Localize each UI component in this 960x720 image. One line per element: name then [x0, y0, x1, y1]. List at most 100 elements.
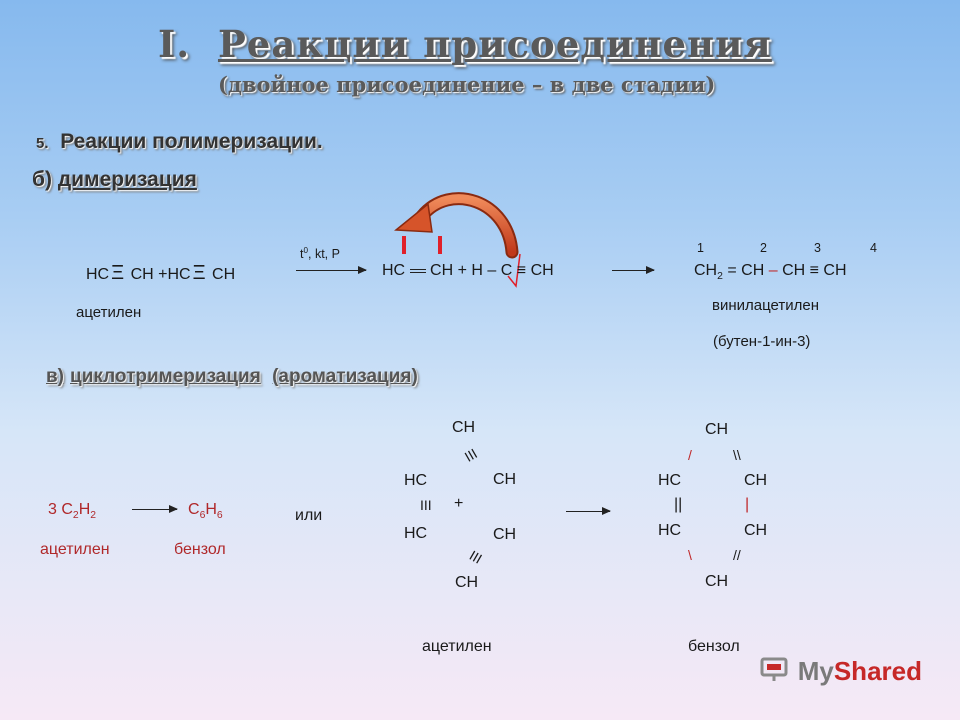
double-bond-mark: [409, 269, 426, 273]
cond-sup: 0: [303, 246, 308, 255]
benzene-hc-2: HC: [658, 522, 682, 539]
watermark-shared: Shared: [833, 656, 922, 686]
title-text: Реакции присоединения: [217, 22, 772, 66]
product-name: винилацетилен: [712, 297, 819, 314]
dimer-intermediate: HC CH + H – C ≡ CH: [382, 262, 554, 280]
section-5-dot: .: [316, 130, 323, 153]
trimer-product-formula: C6H6: [188, 501, 223, 521]
section-5-heading: 5. Реакции полимеризации.: [36, 130, 323, 154]
benzene-bond-left: ||: [674, 496, 683, 513]
benzene-bond-br: //: [733, 547, 741, 563]
prod-ch: CH: [694, 262, 718, 279]
bottom-label-acetylene: ацетилен: [422, 638, 492, 655]
trimer-c: C: [61, 501, 73, 518]
plus-sign-1: +: [158, 266, 168, 283]
section-b-title: димеризация: [57, 168, 197, 191]
prod-eq: =: [727, 262, 737, 279]
benzene-hc-1: HC: [658, 472, 682, 489]
section-c-heading: в)циклотримеризация (ароматизация): [46, 366, 418, 388]
triple-bond-bottom: III: [466, 547, 485, 567]
trimer-label-benzene: бензол: [174, 541, 226, 558]
mid-h: H: [471, 262, 483, 279]
benzene-bond-right: |: [745, 496, 750, 513]
prod-ch3: CH: [823, 262, 847, 279]
acetylene-bottom-ch: CH: [493, 526, 517, 543]
prod-triple: ≡: [809, 262, 819, 279]
cond-rest: , kt, P: [308, 247, 340, 262]
prod-ch1: CH: [741, 262, 765, 279]
benzene-top-ch: CH: [705, 421, 729, 438]
presentation-icon: [760, 657, 788, 681]
prod-sub: 2: [717, 271, 723, 283]
trimer-h-sub: 2: [90, 510, 97, 522]
reaction-arrow-2: [612, 266, 655, 274]
title-number: I.: [158, 22, 191, 66]
carbon-num-2: 2: [760, 241, 767, 255]
mid-triple: ≡: [516, 262, 527, 279]
watermark-my: My: [797, 656, 834, 686]
section-b-heading: б) димеризация: [32, 168, 197, 192]
acetylene-bottom-ch2: CH: [455, 574, 479, 591]
benzene-bond-bl: \: [688, 547, 692, 563]
reactant-hc-1: HC: [86, 266, 110, 283]
section-5-number: 5.: [36, 135, 49, 152]
plus-sign-2: +: [457, 262, 467, 279]
cond-t: t: [300, 247, 304, 262]
mid-c: C: [500, 262, 513, 279]
benzene-bottom-ch: CH: [705, 573, 729, 590]
reactant-ch-2: CH: [212, 266, 236, 283]
mid-dash: –: [487, 262, 497, 279]
triple-bond-2: Ξ: [192, 262, 206, 284]
or-text: или: [295, 507, 323, 524]
reaction-arrow-1: [296, 266, 367, 274]
reactant-ch-1: CH: [130, 266, 154, 283]
acetylene-top-ch2: CH: [493, 471, 517, 488]
trimer-plus: +: [454, 495, 464, 512]
carbon-num-3: 3: [814, 241, 821, 255]
trimer-arrow-1: [132, 505, 178, 513]
trimer-coef: 3: [48, 501, 57, 518]
reactant-label: ацетилен: [76, 304, 142, 321]
trimer-c-sub: 2: [72, 510, 79, 522]
reactant-hc-2: HC: [167, 266, 191, 283]
triple-bond-left: III: [420, 497, 432, 513]
trimer-prod-h-sub: 6: [216, 510, 223, 522]
acetylene-top-ch: CH: [452, 419, 476, 436]
triple-bond-1: Ξ: [111, 262, 125, 284]
triple-bond-top: III: [461, 445, 480, 465]
watermark-logo: MyShared: [760, 656, 922, 687]
trimer-prod-c-sub: 6: [199, 510, 206, 522]
curved-arrow-icon: [394, 192, 521, 288]
dimer-product: CH2 = CH – CH ≡ CH: [694, 262, 847, 282]
carbon-num-4: 4: [870, 241, 877, 255]
prod-dash: –: [768, 262, 778, 279]
trimer-prod-c: C: [188, 501, 200, 518]
benzene-bond-tl: /: [688, 447, 692, 463]
acetylene-left-hc2: HC: [404, 525, 428, 542]
page-title: I. Реакции присоединения: [158, 22, 772, 66]
prod-ch2: CH: [782, 262, 806, 279]
trimer-label-acetylene: ацетилен: [40, 541, 110, 558]
mid-hc: HC: [382, 262, 406, 279]
mid-ch2: CH: [530, 262, 554, 279]
section-c-prefix: в): [46, 366, 65, 387]
benzene-ch-1: CH: [744, 472, 768, 489]
bottom-label-benzene: бензол: [688, 638, 740, 655]
section-5-title: Реакции полимеризации: [60, 130, 317, 153]
trimer-prod-h: H: [205, 501, 217, 518]
product-iupac-name: (бутен-1-ин-3): [713, 333, 811, 350]
trimer-arrow-2: [566, 507, 611, 515]
trimer-h: H: [78, 501, 91, 518]
trimer-reactant-formula: 3 C2H2: [48, 501, 96, 521]
reaction-conditions: t0, kt, P: [300, 246, 340, 261]
section-c-title: циклотримеризация: [70, 366, 261, 387]
page-subtitle: (двойное присоединение – в две стадии): [218, 72, 716, 97]
mid-ch: CH: [430, 262, 454, 279]
carbon-num-1: 1: [697, 241, 704, 255]
section-b-prefix: б): [32, 168, 52, 191]
acetylene-left-hc: HC: [404, 472, 428, 489]
section-c-extra: (ароматизация): [272, 366, 418, 387]
benzene-ch-2: CH: [744, 522, 768, 539]
benzene-bond-tr: \\: [733, 447, 741, 463]
